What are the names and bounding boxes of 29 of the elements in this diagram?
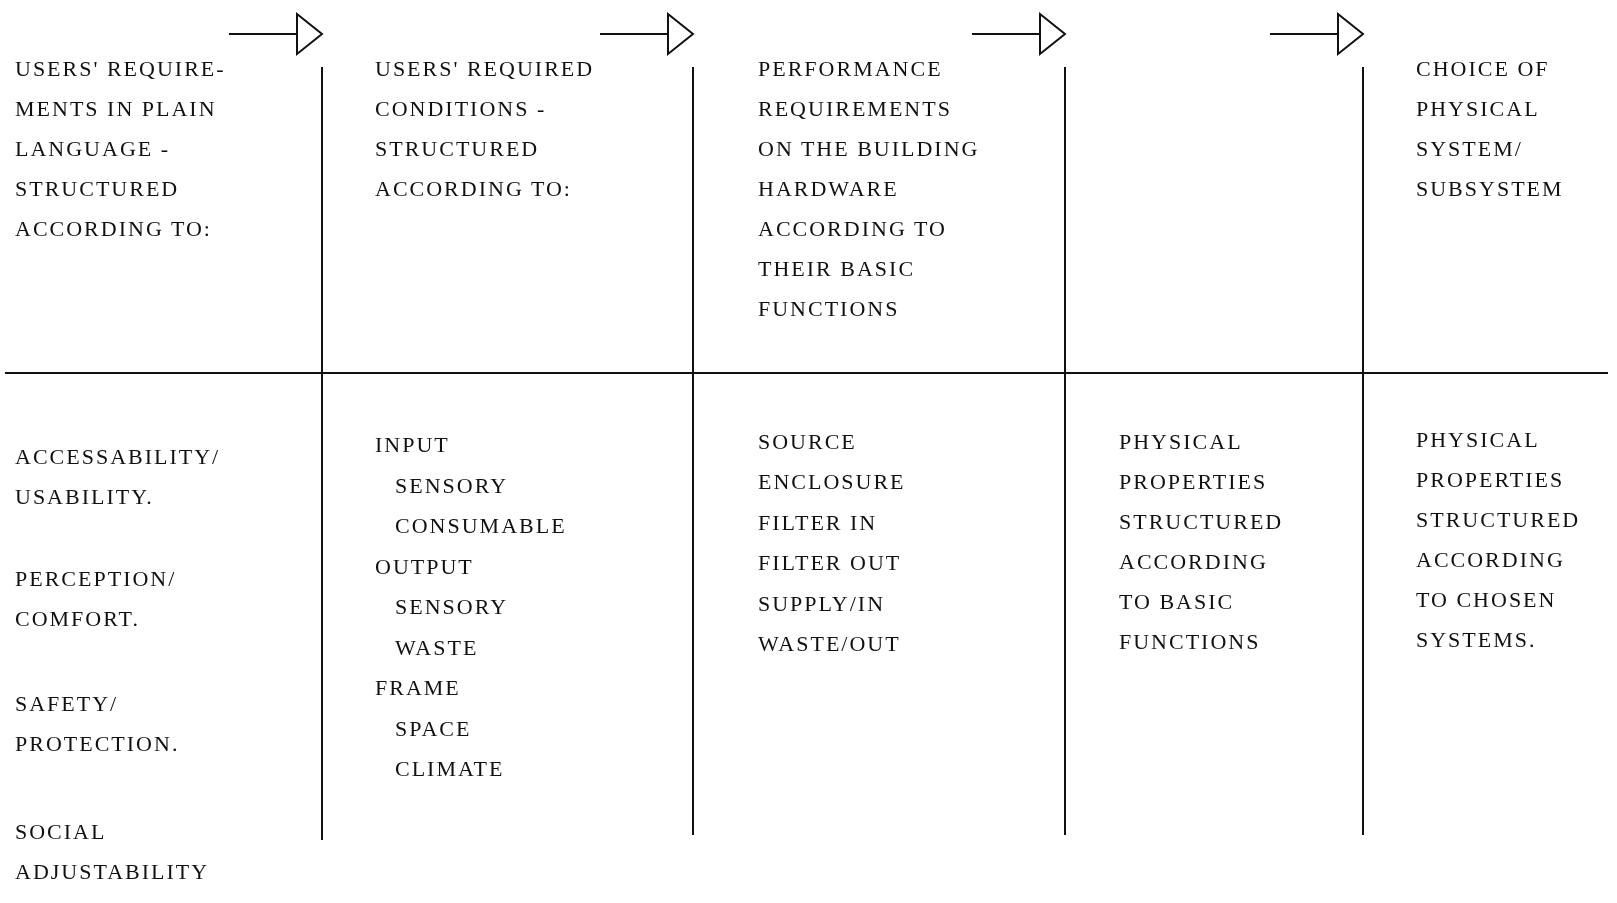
list-item: PHYSICAL PROPERTIES STRUCTURED ACCORDING TO CHOSEN SYSTEMS. [1416, 426, 1582, 654]
list-item: SAFETY/ PROTECTION. [15, 690, 181, 758]
list-item: PERCEPTION/ COMFORT. [15, 565, 178, 633]
column-heading: PERFORMANCE REQUIREMENTS ON THE BUILDING HARDWARE ACCORDING TO THEIR BASIC FUNCTIONS [758, 55, 981, 323]
arrow [971, 13, 1066, 55]
list-item: PHYSICAL PROPERTIES STRUCTURED ACCORDING TO BASIC FUNCTIONS [1119, 428, 1285, 656]
column-heading: USERS' REQUIRE- MENTS IN PLAIN LANGUAGE - STRUCTURED ACCORDING TO: [15, 55, 227, 243]
arrow [228, 13, 323, 55]
list-item: SOCIAL ADJUSTABILITY [15, 818, 211, 886]
list-item: ACCESSABILITY/ USABILITY. [15, 443, 222, 511]
list-item: SPACE [395, 714, 473, 743]
column-heading: USERS' REQUIRED CONDITIONS - STRUCTURED ACCORDING TO: [375, 55, 596, 203]
arrow [1269, 13, 1364, 55]
list-item: SENSORY [395, 593, 510, 621]
list-item: SENSORY [395, 471, 510, 500]
list-item: FRAME [375, 674, 462, 702]
list-item: SOURCE [758, 428, 858, 456]
list-item: INPUT [375, 431, 451, 459]
list-item: FILTER IN [758, 508, 879, 537]
list-item: CONSUMABLE [395, 512, 568, 540]
list-item: SUPPLY/IN [758, 589, 887, 618]
arrow [599, 13, 694, 55]
list-item: OUTPUT [375, 552, 475, 581]
list-item: WASTE/OUT [758, 630, 902, 658]
list-item: CLIMATE [395, 755, 506, 783]
list-item: FILTER OUT [758, 549, 903, 578]
list-item: ENCLOSURE [758, 468, 907, 497]
column-heading: CHOICE OF PHYSICAL SYSTEM/ SUBSYSTEM [1416, 55, 1565, 203]
list-item: WASTE [395, 633, 480, 662]
